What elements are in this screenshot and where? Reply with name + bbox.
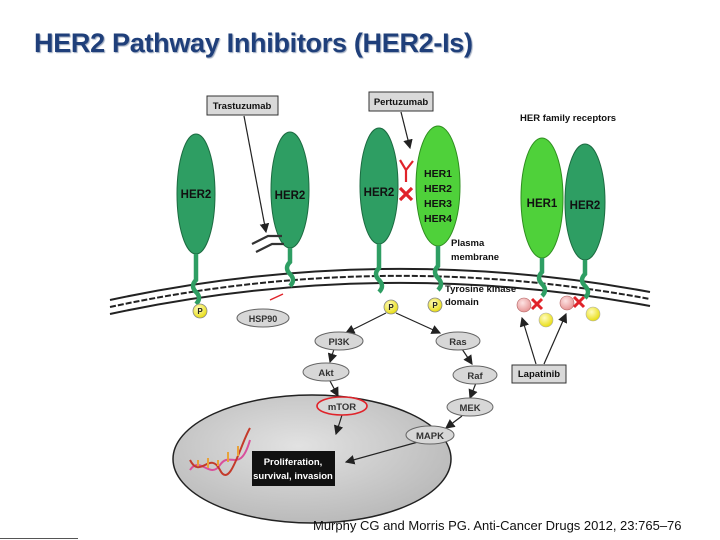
node-ras: Ras xyxy=(435,331,481,351)
lapatinib-arrow xyxy=(543,312,568,365)
antibody-icon xyxy=(399,159,414,182)
pertuzumab-label: Pertuzumab xyxy=(368,91,434,112)
svg-text:HSP90: HSP90 xyxy=(249,314,278,324)
svg-text:HER2: HER2 xyxy=(181,189,212,201)
plasma-membrane-label: membrane xyxy=(451,252,499,263)
svg-text:HER3: HER3 xyxy=(424,198,452,210)
phospho-marker: P xyxy=(383,299,399,315)
arrow xyxy=(327,348,338,364)
svg-text:Raf: Raf xyxy=(467,371,483,382)
receptor-her2-d: HER2 xyxy=(564,143,606,300)
node-mtor: mTOR xyxy=(316,396,368,416)
arrow xyxy=(329,380,339,398)
trastuzumab-arrow xyxy=(243,115,270,234)
outcome-box xyxy=(252,451,335,486)
arrow xyxy=(445,415,463,429)
svg-text:HER4: HER4 xyxy=(424,213,452,225)
outcome-line-1: Proliferation, xyxy=(264,457,323,468)
node-pi3k: PI3K xyxy=(314,331,364,351)
kinase-site-her2 xyxy=(559,295,601,322)
svg-text:P: P xyxy=(388,303,394,312)
dna-icon xyxy=(189,427,251,476)
citation: Murphy CG and Morris PG. Anti-Cancer Dru… xyxy=(313,518,682,533)
svg-text:Akt: Akt xyxy=(318,368,334,379)
phospho-marker: P xyxy=(427,297,443,313)
her-family-label: HER family receptors xyxy=(520,113,616,124)
svg-text:MAPK: MAPK xyxy=(416,431,444,442)
svg-text:HER2: HER2 xyxy=(424,183,452,195)
receptor-her2-b: HER2 xyxy=(270,131,310,288)
antibody-icon xyxy=(251,234,284,253)
svg-text:Ras: Ras xyxy=(449,337,466,348)
hsp90-node: HSP90 xyxy=(236,308,290,328)
arrow xyxy=(461,348,473,365)
svg-text:HER1: HER1 xyxy=(527,198,558,210)
outcome-line-2: survival, invasion xyxy=(253,471,333,482)
pertuzumab-arrow xyxy=(400,111,413,150)
node-mapk: MAPK xyxy=(405,425,455,445)
kinase-site-her1 xyxy=(516,297,554,328)
lapatinib-arrow xyxy=(519,316,537,365)
plasma-membrane-label: Plasma xyxy=(451,238,485,249)
hsp90-inhibit-line xyxy=(269,293,284,301)
phospho-marker: P xyxy=(192,303,208,319)
page-title: HER2 Pathway Inhibitors (HER2-Is) xyxy=(34,28,473,58)
arrow xyxy=(395,312,442,334)
svg-text:HER2: HER2 xyxy=(570,200,601,212)
arrow xyxy=(333,414,344,436)
receptor-her2-a: HER2 xyxy=(176,133,216,306)
receptor-her-family: HER1 HER2 HER3 HER4 xyxy=(415,125,461,292)
svg-text:Lapatinib: Lapatinib xyxy=(518,369,560,380)
svg-text:HER2: HER2 xyxy=(364,187,395,199)
svg-text:P: P xyxy=(432,301,438,310)
node-mek: MEK xyxy=(446,397,494,417)
svg-text:HER2: HER2 xyxy=(275,190,306,202)
svg-text:P: P xyxy=(197,307,203,316)
inhibit-mark xyxy=(398,186,414,202)
svg-text:Trastuzumab: Trastuzumab xyxy=(213,101,272,112)
lapatinib-label: Lapatinib xyxy=(511,364,567,384)
svg-text:HER1: HER1 xyxy=(424,168,452,180)
divider xyxy=(0,538,78,539)
arrow xyxy=(344,312,387,334)
arrow xyxy=(344,441,419,465)
svg-text:mTOR: mTOR xyxy=(328,402,356,413)
node-raf: Raf xyxy=(452,365,498,385)
receptor-her1: HER1 xyxy=(520,137,564,298)
trastuzumab-label: Trastuzumab xyxy=(206,95,279,116)
node-akt: Akt xyxy=(302,362,350,382)
tk-domain-label: Tyrosine kinase xyxy=(445,284,516,295)
arrow xyxy=(468,382,478,400)
tk-domain-label: domain xyxy=(445,297,479,308)
svg-text:MEK: MEK xyxy=(459,403,480,414)
svg-text:PI3K: PI3K xyxy=(328,337,349,348)
receptor-her2-c: HER2 xyxy=(359,127,399,294)
svg-text:Pertuzumab: Pertuzumab xyxy=(374,97,429,108)
